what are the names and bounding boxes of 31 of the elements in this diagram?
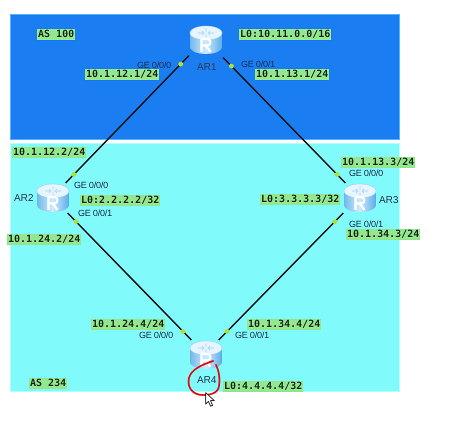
interface-label: GE 0/0/1 — [235, 331, 269, 340]
interface-label: GE 0/0/1 — [349, 220, 383, 229]
router-name-label: AR3 — [379, 196, 398, 206]
ip-address-label: 10.1.13.3/24 — [341, 157, 416, 168]
ip-address-label: 10.1.12.2/24 — [12, 147, 86, 158]
interface-label: GE 0/0/0 — [139, 331, 173, 340]
ip-address-label: 10.1.34.4/24 — [247, 319, 322, 330]
ip-address-label: 10.1.13.1/24 — [255, 69, 330, 80]
link-line — [65, 54, 190, 184]
interface-label: GE 0/0/0 — [74, 181, 108, 190]
loopback-address-label: L0:10.11.0.0/16 — [239, 29, 332, 40]
as-area — [10, 14, 400, 140]
ip-address-label: 10.1.24.4/24 — [91, 319, 166, 330]
ip-address-label: 10.1.24.2/24 — [7, 234, 82, 245]
router-name-label: AR1 — [197, 63, 216, 73]
ip-address-label: 10.1.12.1/24 — [85, 69, 160, 80]
interface-label: GE 0/0/0 — [349, 169, 383, 178]
loopback-address-label: L0:4.4.4.4/32 — [223, 381, 304, 392]
interface-label: GE 0/0/0 — [137, 61, 171, 70]
ip-address-label: 10.1.34.3/24 — [346, 229, 420, 240]
link-line — [222, 56, 346, 184]
link-line — [67, 212, 192, 341]
router-name-label: AR4 — [197, 376, 216, 386]
loopback-address-label: L0:2.2.2.2/32 — [80, 195, 160, 206]
interface-label: GE 0/0/1 — [241, 60, 275, 69]
as-number-label: AS 100 — [37, 29, 76, 40]
as-number-label: AS 234 — [29, 378, 68, 389]
link-line — [218, 212, 344, 341]
router-name-label: AR2 — [14, 194, 34, 204]
interface-label: GE 0/0/1 — [78, 209, 112, 218]
loopback-address-label: L0:3.3.3.3/32 — [260, 194, 340, 205]
